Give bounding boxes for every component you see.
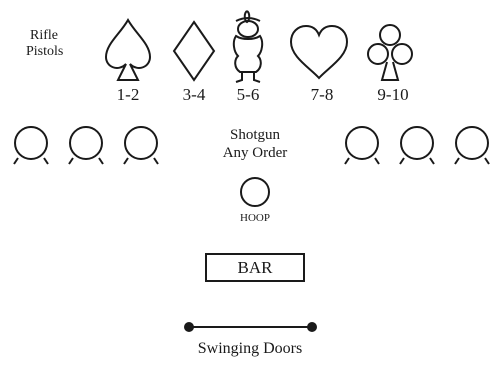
swinging-doors-line [184,322,317,332]
shotgun-target-icon [70,127,102,159]
swinging-doors-label: Swinging Doors [160,341,340,357]
shotgun-targets-right [345,127,489,164]
target-label-cowboy: 5-6 [226,86,270,103]
shotgun-target-icon [15,127,47,159]
shotgun-target-icon [125,127,157,159]
bar-label: BAR [206,259,304,276]
shotgun-target-icon [401,127,433,159]
hoop-label: HOOP [225,213,285,224]
cowboy-figure-icon [234,11,262,82]
club-icon [368,25,412,80]
heart-icon [291,26,347,78]
shotgun-order-label: Any Order [205,146,305,161]
shotgun-target-icon [456,127,488,159]
target-label-spade: 1-2 [108,86,148,103]
diamond-icon [174,22,214,80]
shotgun-target-icon [346,127,378,159]
shotgun-label: Shotgun [205,128,305,143]
target-label-club: 9-10 [368,86,418,103]
pistols-label: Pistols [26,45,63,59]
target-label-heart: 7-8 [300,86,344,103]
target-label-diamond: 3-4 [172,86,216,103]
hoop-icon [241,178,269,206]
spade-icon [106,20,150,80]
door-hinge-left-icon [184,322,194,332]
shotgun-targets-left [14,127,158,164]
door-hinge-right-icon [307,322,317,332]
rifle-label: Rifle [30,29,58,43]
